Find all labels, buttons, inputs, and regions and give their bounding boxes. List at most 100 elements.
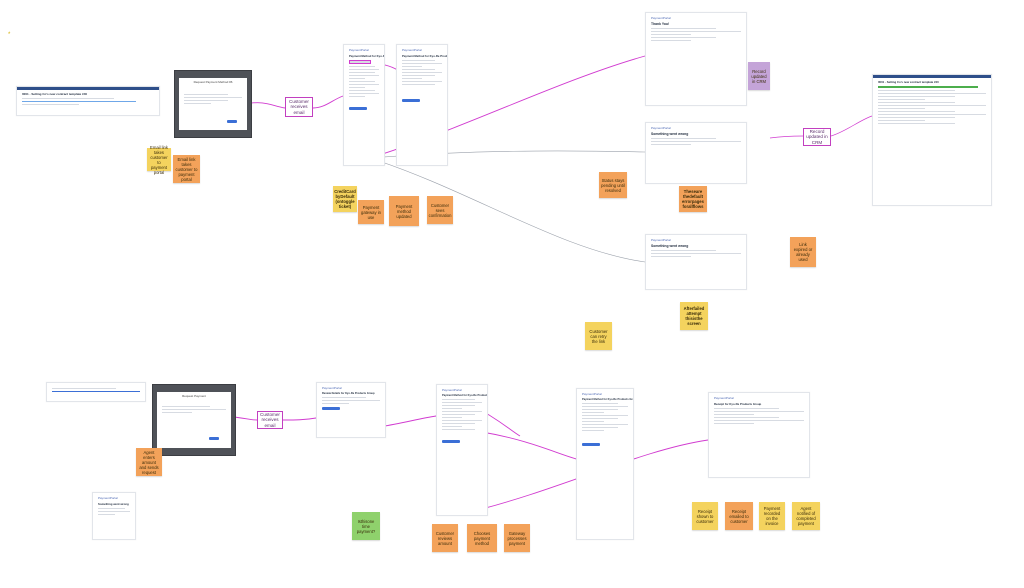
form-line (582, 427, 619, 428)
form-line (442, 426, 462, 427)
review-title: Review Details for Kyo-Re Products Group (322, 392, 375, 395)
field-line (878, 123, 955, 124)
form-line (402, 75, 435, 76)
dialog-title: Request Payment Method #6 (193, 79, 233, 84)
send-button[interactable] (209, 437, 220, 440)
sticky-note: Payment gateway in use (358, 200, 384, 224)
continue-button[interactable] (322, 407, 340, 410)
callout-customer-receives-email-bottom: Customer receives email (257, 411, 283, 429)
form-line (582, 424, 628, 425)
dialog-body: Request Payment (157, 392, 231, 448)
dialog-title: Request Payment (182, 394, 206, 398)
payment-method-screen-1[interactable]: PaymentPortal Payment Method for Kyo-Re … (343, 44, 385, 166)
field-line (878, 108, 926, 109)
text-line (651, 31, 741, 32)
form-line (402, 60, 435, 61)
form-line (349, 87, 365, 88)
field-line (878, 114, 986, 115)
thank-you-title: Thank You! (651, 22, 670, 26)
thank-you-screen[interactable]: PaymentPortal Thank You! (645, 12, 747, 106)
submit-button[interactable] (402, 99, 420, 102)
submit-button[interactable] (349, 107, 367, 110)
text-line (651, 256, 691, 257)
review-details-screen[interactable]: PaymentPortal Review Details for Kyo-Re … (316, 382, 386, 438)
form-line (349, 96, 365, 97)
sticky-note-creditcard-default: CreditCard byDefault (ontoggle ticket) (333, 186, 357, 212)
receipt-title: Receipt for Kyo-Re Products Group (714, 402, 762, 406)
field-line (878, 102, 955, 103)
crm-row (22, 98, 115, 99)
sticky-note: Gateway processes payment (504, 524, 530, 552)
form-line (442, 402, 482, 403)
crm-detail-screenshot[interactable]: 0001 - Setting Co's new contract templat… (872, 74, 992, 206)
form-line (349, 72, 375, 73)
form-line (582, 406, 628, 407)
error-screen-1[interactable]: PaymentPortal Something went wrong (645, 122, 747, 184)
field-line (878, 90, 955, 91)
form-line (402, 69, 435, 70)
brand-label: PaymentPortal (442, 388, 462, 392)
sticky-note: Customer can retry the link (585, 322, 612, 350)
text-line (322, 397, 367, 398)
payment-method-screen-bottom-2[interactable]: PaymentPortal Payment Method for Kyo-Re … (576, 388, 634, 540)
payment-title: Payment Method for Kyo-Re Products Group (582, 398, 634, 401)
text-line (714, 414, 754, 415)
payment-title: Payment Method for Kyo-Re Products Group (442, 394, 488, 397)
form-line (442, 405, 475, 406)
sticky-note: Link expired or already used (790, 237, 816, 267)
brand-label: PaymentPortal (651, 238, 671, 242)
form-line (582, 430, 605, 431)
text-line (714, 423, 754, 424)
submit-button[interactable] (442, 440, 460, 443)
text-line (98, 508, 126, 509)
payment-method-screen-bottom-1[interactable]: PaymentPortal Payment Method for Kyo-Re … (436, 384, 488, 516)
sticky-note: Customer reviews amount (432, 524, 458, 552)
error-title: Something went wrong (651, 132, 689, 136)
invoice-list-screenshot[interactable] (46, 382, 146, 402)
payment-title: Payment Method for Kyo-Re Products Group (402, 54, 447, 58)
request-payment-dialog[interactable]: Request Payment Method #6 (174, 70, 252, 138)
request-payment-dialog-bottom[interactable]: Request Payment (152, 384, 236, 456)
form-line (582, 421, 605, 422)
brand-label: PaymentPortal (714, 396, 734, 400)
text-line (651, 40, 691, 41)
form-line (349, 84, 379, 85)
form-line (442, 399, 475, 400)
error-title: Something went wrong (651, 244, 689, 248)
crm-row (22, 104, 79, 105)
field-line (878, 111, 955, 112)
form-line (442, 411, 482, 412)
form-line (402, 78, 422, 79)
send-button[interactable] (226, 119, 237, 123)
connector-bottom-arrow-1 (481, 431, 581, 461)
dialog-line (183, 99, 229, 101)
form-line (402, 81, 442, 82)
submit-button[interactable] (582, 443, 600, 446)
sticky-note: Receipt shown to customer (692, 502, 718, 530)
sticky-note: Customer sees confirmation (427, 196, 453, 224)
crm-detail-title: 0001 - Setting Co's new contract templat… (878, 80, 939, 84)
text-line (651, 138, 716, 139)
sticky-note: Email link takes customer to payment por… (147, 145, 171, 175)
receipt-screen[interactable]: PaymentPortal Receipt for Kyo-Re Product… (708, 392, 810, 478)
form-line (402, 72, 442, 73)
payment-title: Payment Method for Kyo-Re Products Group (349, 54, 385, 58)
payment-method-screen-2[interactable]: PaymentPortal Payment Method for Kyo-Re … (396, 44, 448, 166)
text-line (651, 34, 691, 35)
form-line (582, 412, 605, 413)
error-screen-bottom[interactable]: PaymentPortal Something went wrong (92, 492, 136, 540)
form-line (582, 403, 619, 404)
brand-label: PaymentPortal (322, 386, 342, 390)
sticky-note: Record updated in CRM (748, 62, 770, 90)
crm-record-screenshot[interactable]: 0001 - Setting Co's new contract templat… (16, 86, 160, 116)
dialog-line (162, 412, 192, 413)
form-line (442, 417, 462, 418)
form-line (442, 414, 475, 415)
connector-callout-crm-detail (830, 115, 873, 137)
dialog-line (162, 406, 211, 407)
text-line (651, 37, 716, 38)
text-line (651, 141, 741, 142)
error-screen-2[interactable]: PaymentPortal Something went wrong (645, 234, 747, 290)
credit-card-toggle[interactable] (349, 60, 371, 64)
